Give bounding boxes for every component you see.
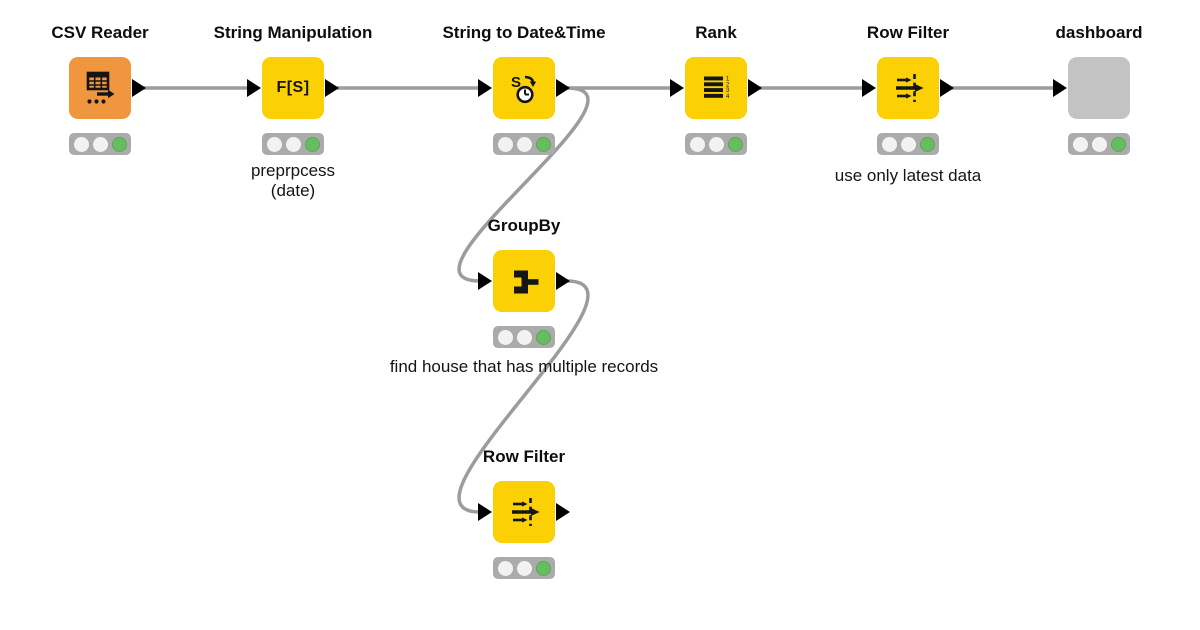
node-string-to-datetime: String to Date&Time S bbox=[442, 23, 606, 155]
output-port[interactable] bbox=[940, 79, 954, 97]
node-title-string-manipulation: String Manipulation bbox=[213, 23, 373, 42]
merge-branches-icon bbox=[514, 270, 539, 294]
svg-text:1: 1 bbox=[726, 77, 730, 83]
status-light-yellow bbox=[900, 136, 916, 152]
status-traffic-light bbox=[69, 133, 131, 155]
node-dashboard: dashboard bbox=[1053, 23, 1142, 155]
annotation-line-1: preprpcess bbox=[250, 161, 336, 180]
status-traffic-light bbox=[262, 133, 324, 155]
annotation-line-1: use only latest data bbox=[834, 166, 982, 185]
status-traffic-light bbox=[493, 326, 555, 348]
node-title-dashboard: dashboard bbox=[1055, 23, 1143, 42]
status-light-green bbox=[535, 136, 551, 152]
status-light-red bbox=[73, 136, 89, 152]
node-annotation: preprpcess (date) bbox=[251, 161, 335, 201]
output-port[interactable] bbox=[748, 79, 762, 97]
input-port[interactable] bbox=[1053, 79, 1067, 97]
status-light-red bbox=[497, 136, 513, 152]
rank-node-body[interactable]: 1 2 3 4 bbox=[670, 57, 762, 119]
status-light-yellow bbox=[92, 136, 108, 152]
status-light-red bbox=[497, 560, 513, 576]
status-light-yellow bbox=[708, 136, 724, 152]
node-title-row-filter-top: Row Filter bbox=[866, 23, 950, 42]
ranked-list-icon: 1 2 3 4 bbox=[704, 76, 730, 100]
csv-reader-node-body[interactable] bbox=[69, 57, 146, 119]
row-filter-top-node-body[interactable] bbox=[862, 57, 954, 119]
svg-text:S: S bbox=[511, 74, 521, 91]
input-port[interactable] bbox=[247, 79, 261, 97]
status-light-yellow bbox=[285, 136, 301, 152]
input-port[interactable] bbox=[670, 79, 684, 97]
node-csv-reader: CSV Reader bbox=[51, 23, 149, 155]
status-light-green bbox=[535, 560, 551, 576]
status-light-red bbox=[1072, 136, 1088, 152]
string-to-datetime-node-body[interactable]: S bbox=[478, 57, 570, 119]
connection-stringtodatetime-groupby[interactable] bbox=[457, 86, 590, 283]
status-traffic-light bbox=[493, 557, 555, 579]
node-row-filter-top: Row Filter use only latest data bbox=[835, 23, 981, 185]
input-port[interactable] bbox=[478, 503, 492, 521]
node-title-string-to-datetime: String to Date&Time bbox=[442, 23, 606, 42]
string-manipulation-node-body[interactable]: F[S] bbox=[247, 57, 339, 119]
string-to-clock-icon: S bbox=[511, 74, 537, 104]
table-export-icon bbox=[86, 71, 115, 104]
node-rank: Rank 1 2 3 4 bbox=[670, 23, 762, 155]
output-port[interactable] bbox=[556, 503, 570, 521]
status-light-red bbox=[497, 329, 513, 345]
svg-text:3: 3 bbox=[726, 88, 730, 94]
status-light-red bbox=[689, 136, 705, 152]
output-port[interactable] bbox=[325, 79, 339, 97]
node-annotation: use only latest data bbox=[835, 166, 981, 186]
status-light-green bbox=[919, 136, 935, 152]
status-light-green bbox=[111, 136, 127, 152]
string-manipulation-icon: F[S] bbox=[276, 79, 310, 96]
annotation-line-1: find house that has multiple records bbox=[389, 357, 659, 376]
node-groupby: GroupBy find house that has multiple rec… bbox=[390, 216, 658, 376]
node-title-row-filter-bottom: Row Filter bbox=[482, 447, 566, 466]
status-traffic-light bbox=[493, 133, 555, 155]
filter-arrows-icon bbox=[512, 498, 540, 526]
svg-text:4: 4 bbox=[726, 94, 730, 100]
status-light-green bbox=[304, 136, 320, 152]
status-light-green bbox=[535, 329, 551, 345]
node-title-csv-reader: CSV Reader bbox=[51, 23, 149, 42]
groupby-node-body[interactable] bbox=[478, 250, 570, 312]
filter-arrows-icon bbox=[896, 74, 924, 102]
node-string-manipulation: String Manipulation F[S] preprpcess (dat… bbox=[214, 23, 373, 200]
status-traffic-light bbox=[685, 133, 747, 155]
node-title-rank: Rank bbox=[695, 23, 737, 42]
output-port[interactable] bbox=[556, 272, 570, 290]
input-port[interactable] bbox=[862, 79, 876, 97]
node-row-filter-bottom: Row Filter bbox=[478, 447, 570, 579]
status-light-yellow bbox=[516, 560, 532, 576]
svg-text:2: 2 bbox=[726, 82, 730, 88]
status-light-green bbox=[727, 136, 743, 152]
status-light-yellow bbox=[516, 329, 532, 345]
input-port[interactable] bbox=[478, 272, 492, 290]
status-traffic-light bbox=[1068, 133, 1130, 155]
node-title-groupby: GroupBy bbox=[487, 216, 561, 235]
node-annotation: find house that has multiple records bbox=[390, 357, 658, 377]
status-traffic-light bbox=[877, 133, 939, 155]
connection-groupby-rowfilter2[interactable] bbox=[457, 279, 590, 514]
status-light-red bbox=[266, 136, 282, 152]
row-filter-bottom-node-body[interactable] bbox=[478, 481, 570, 543]
dashboard-node-body[interactable] bbox=[1053, 57, 1130, 119]
status-light-green bbox=[1110, 136, 1126, 152]
input-port[interactable] bbox=[478, 79, 492, 97]
output-port[interactable] bbox=[556, 79, 570, 97]
status-light-yellow bbox=[1091, 136, 1107, 152]
status-light-red bbox=[881, 136, 897, 152]
annotation-line-2: (date) bbox=[270, 181, 316, 200]
status-light-yellow bbox=[516, 136, 532, 152]
output-port[interactable] bbox=[132, 79, 146, 97]
